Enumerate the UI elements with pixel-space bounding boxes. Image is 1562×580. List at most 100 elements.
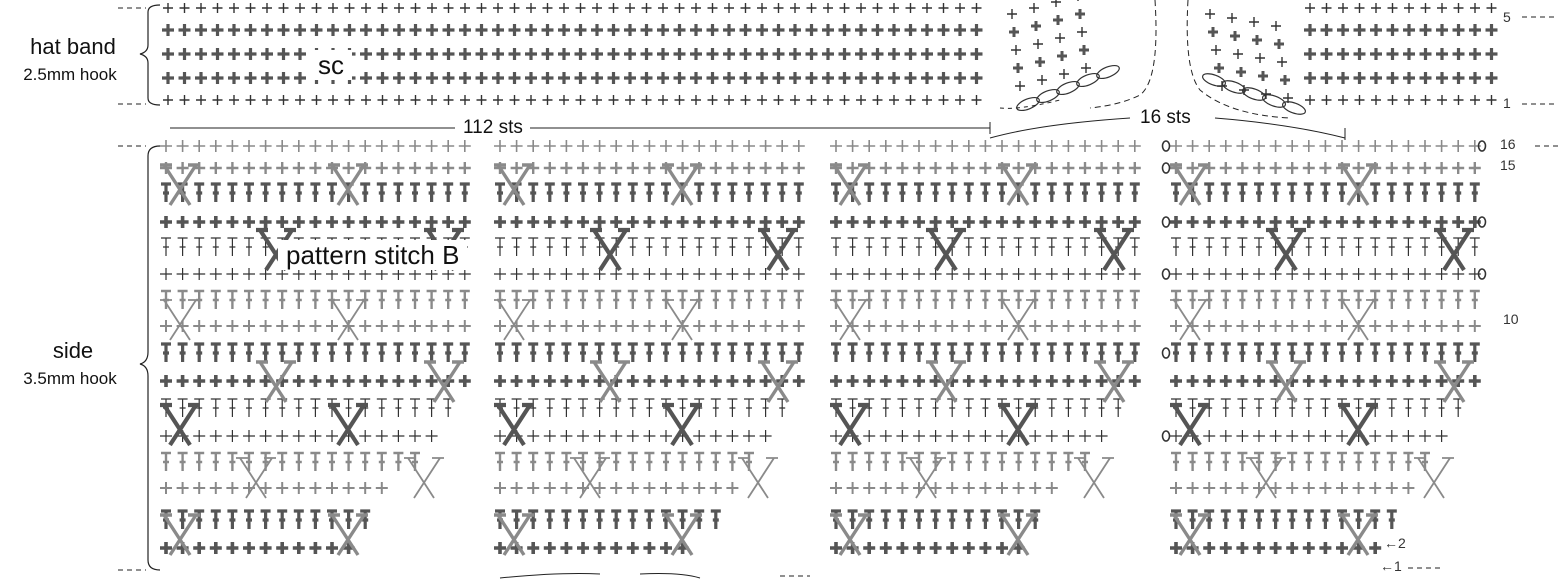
- sc-symbol: [855, 48, 867, 60]
- dc-symbol: [1437, 344, 1447, 362]
- sc-symbol: [1079, 320, 1091, 332]
- sc-symbol: [476, 48, 488, 60]
- sc-symbol: [1046, 216, 1058, 228]
- cross-symbol: [1094, 230, 1134, 270]
- sc-symbol: [971, 48, 983, 60]
- sc-symbol: [921, 48, 933, 60]
- sc-symbol: [1353, 162, 1365, 174]
- sc-symbol: [922, 95, 932, 105]
- dc-symbol: [1470, 344, 1480, 362]
- dc-symbol: [1387, 453, 1397, 471]
- dc-symbol: [1254, 344, 1264, 362]
- sc-symbol: [675, 95, 685, 105]
- sc-symbol: [193, 320, 205, 332]
- dc-symbol: [310, 511, 320, 529]
- chain-symbol: [1163, 141, 1170, 151]
- dc-symbol: [545, 399, 555, 417]
- sc-symbol: [741, 3, 751, 13]
- dc-symbol: [678, 453, 688, 471]
- sc-symbol: [863, 216, 875, 228]
- sc-symbol: [847, 140, 859, 152]
- sc-symbol: [896, 140, 908, 152]
- sc-symbol: [723, 48, 735, 60]
- sc-symbol: [1470, 95, 1480, 105]
- sc-symbol: [294, 48, 306, 60]
- sc-symbol: [1486, 24, 1498, 36]
- sc-symbol: [594, 268, 606, 280]
- sc-symbol: [544, 268, 556, 280]
- dc-symbol: [1254, 238, 1264, 256]
- sc-symbol: [658, 3, 668, 13]
- sc-symbol: [872, 24, 884, 36]
- dc-symbol: [1320, 399, 1330, 417]
- sc-symbol: [210, 216, 222, 228]
- gap-curve-left: [1090, 0, 1156, 108]
- sc-symbol: [790, 95, 800, 105]
- chain-symbol: [1163, 217, 1170, 227]
- sc-symbol: [1236, 482, 1248, 494]
- dc-symbol: [377, 184, 387, 202]
- dc-symbol: [244, 291, 254, 309]
- sc-symbol: [610, 320, 622, 332]
- sc-symbol: [946, 268, 958, 280]
- dc-symbol: [460, 344, 470, 362]
- dc-symbol: [864, 238, 874, 256]
- dc-symbol: [964, 453, 974, 471]
- dc-symbol: [1188, 291, 1198, 309]
- dc-symbol: [310, 453, 320, 471]
- sc-symbol: [610, 140, 622, 152]
- dc-symbol: [194, 344, 204, 362]
- dc-symbol: [1387, 511, 1397, 529]
- sc-symbol: [1051, 0, 1061, 7]
- sc-symbol: [905, 72, 917, 84]
- sc-symbol: [525, 48, 537, 60]
- sc-symbol: [1253, 320, 1265, 332]
- sc-symbol: [426, 24, 438, 36]
- count-measure-112: [170, 122, 990, 134]
- sc-symbol: [1454, 3, 1464, 13]
- dc-symbol: [628, 344, 638, 362]
- sc-symbol: [880, 430, 892, 442]
- sc-symbol: [726, 375, 738, 387]
- sc-symbol: [946, 320, 958, 332]
- dc-symbol: [1130, 184, 1140, 202]
- sc-symbol: [1053, 15, 1063, 25]
- sc-symbol: [1421, 3, 1431, 13]
- dc-symbol: [794, 238, 804, 256]
- sc-symbol: [807, 95, 817, 105]
- sc-symbol: [558, 24, 570, 36]
- sc-symbol: [1187, 482, 1199, 494]
- sc-symbol: [177, 482, 189, 494]
- sc-symbol: [830, 140, 842, 152]
- sc-symbol: [1112, 162, 1124, 174]
- dc-symbol: [1420, 238, 1430, 256]
- sc-symbol: [1062, 162, 1074, 174]
- sc-symbol: [880, 320, 892, 332]
- sc-symbol: [1403, 72, 1415, 84]
- sc-symbol: [627, 482, 639, 494]
- sc-symbol: [1303, 140, 1315, 152]
- sc-symbol: [163, 3, 173, 13]
- dc-symbol: [881, 184, 891, 202]
- cross-symbol: [738, 458, 778, 498]
- dc-symbol: [611, 453, 621, 471]
- sc-symbol: [594, 216, 606, 228]
- sc-symbol: [260, 162, 272, 174]
- dc-symbol: [1080, 238, 1090, 256]
- row-number-1: 1: [1503, 96, 1511, 110]
- sc-symbol: [677, 216, 689, 228]
- dc-symbol: [261, 344, 271, 362]
- sc-symbol: [213, 3, 223, 13]
- sc-symbol: [1452, 320, 1464, 332]
- sc-symbol: [245, 48, 257, 60]
- sc-symbol: [527, 216, 539, 228]
- dc-symbol: [194, 238, 204, 256]
- sc-symbol: [1220, 216, 1232, 228]
- sc-symbol: [1059, 69, 1069, 79]
- dc-symbol: [644, 399, 654, 417]
- sc-symbol: [896, 162, 908, 174]
- sc-symbol: [577, 140, 589, 152]
- sc-symbol: [1437, 95, 1447, 105]
- sc-symbol: [1419, 216, 1431, 228]
- sc-symbol: [774, 3, 784, 13]
